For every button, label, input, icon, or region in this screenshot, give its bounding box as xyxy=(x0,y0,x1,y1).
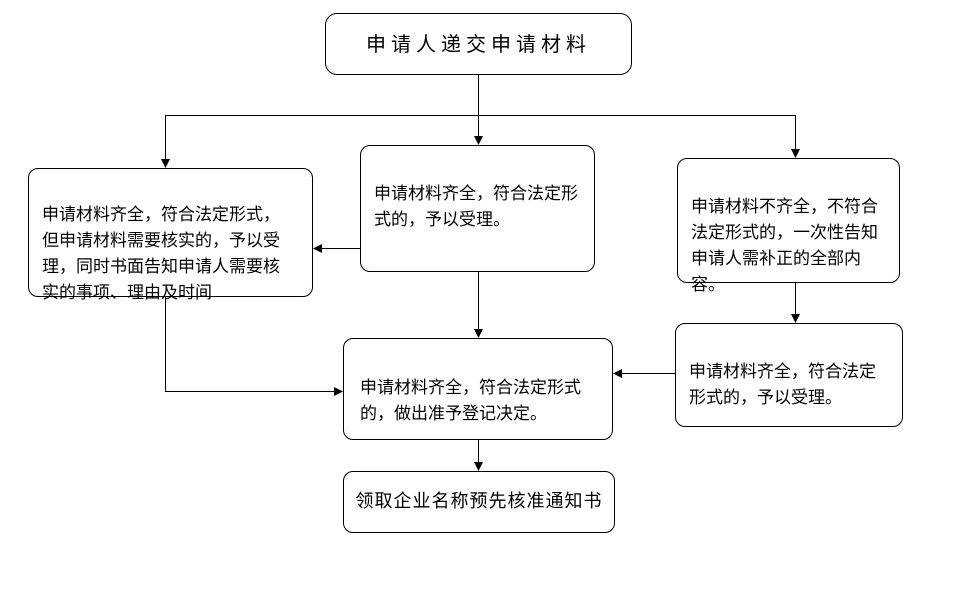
node-receive: 领取企业名称预先核准通知书 xyxy=(343,471,615,533)
arrowhead-into-decision-right xyxy=(613,369,622,378)
arrowhead-into-verify-top xyxy=(161,159,170,168)
arrowhead-into-decision-left xyxy=(334,387,343,396)
node-accept-mid: 申请材料齐全，符合法定形 式的，予以受理。 xyxy=(360,145,595,272)
node-accept-right: 申请材料齐全，符合法定 形式的，予以受理。 xyxy=(675,323,903,427)
arrowhead-into-verify-right xyxy=(313,244,322,253)
edge-verify-decision-line xyxy=(165,297,336,392)
node-submit-label: 申请人递交申请材料 xyxy=(366,32,591,56)
node-submit: 申请人递交申请材料 xyxy=(325,13,632,75)
node-receive-label: 领取企业名称预先核准通知书 xyxy=(355,491,603,512)
arrowhead-into-receive xyxy=(474,462,483,471)
node-accept-mid-label: 申请材料齐全，符合法定形 式的，予以受理。 xyxy=(374,184,578,230)
node-decision-label: 申请材料齐全，符合法定形式 的，做出准予登记决定。 xyxy=(360,378,581,424)
arrowhead-into-decision-top xyxy=(474,329,483,338)
arrowhead-into-accept-right xyxy=(791,314,800,323)
node-verify-label: 申请材料齐全，符合法定形式， 但申请材料需要核实的，予以受 理，同时书面告知申请… xyxy=(42,205,280,303)
node-accept-right-label: 申请材料齐全，符合法定 形式的，予以受理。 xyxy=(689,362,876,408)
node-verify: 申请材料齐全，符合法定形式， 但申请材料需要核实的，予以受 理，同时书面告知申请… xyxy=(28,168,313,303)
arrowhead-into-incomplete xyxy=(791,149,800,158)
node-decision: 申请材料齐全，符合法定形式 的，做出准予登记决定。 xyxy=(343,338,613,440)
node-incomplete-label: 申请材料不齐全，不符合 法定形式的，一次性告知 申请人需补正的全部内 容。 xyxy=(691,197,878,295)
arrowhead-into-accept-mid xyxy=(474,136,483,145)
node-incomplete: 申请材料不齐全，不符合 法定形式的，一次性告知 申请人需补正的全部内 容。 xyxy=(677,158,900,295)
